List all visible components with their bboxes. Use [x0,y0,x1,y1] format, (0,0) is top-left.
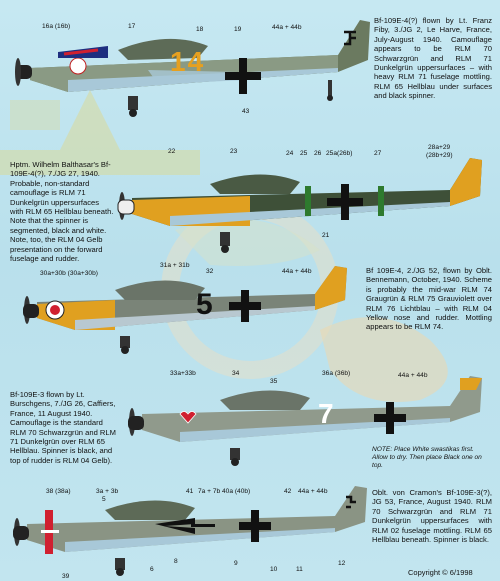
label-27: 27 [374,150,382,157]
label-23: 23 [230,148,238,155]
caption-4: Bf-109E-3 flown by Lt. Burschgens, 7./JG… [10,390,116,465]
label-44a-44b-5: 44a + 44b [298,488,328,495]
label-41: 41 [186,488,194,495]
plane3-number: 5 [196,288,213,321]
label-21: 21 [322,232,330,239]
label-38: 38 (38a) [46,488,71,495]
label-7a-7b: 7a + 7b [198,488,221,495]
label-44a-44b-1: 44a + 44b [272,24,302,31]
label-24: 24 [286,150,294,157]
caption-5: Oblt. von Cramon's Bf-109E-3(?), JG 53, … [372,488,492,545]
plane4-number: 7 [318,398,334,429]
label-25a: 25a(26b) [326,150,353,157]
label-44a-44b-3: 44a + 44b [282,268,312,275]
label-32: 32 [206,268,214,275]
label-30a-30b: 30a+30b (30a+30b) [40,270,98,277]
plane1-number: 14 [170,46,206,77]
label-18: 18 [196,26,204,33]
label-25: 25 [300,150,308,157]
aircraft-3-profile [23,266,347,354]
label-8: 8 [174,558,178,565]
label-17: 17 [128,23,136,30]
label-36a-36b: 36a (36b) [322,370,351,377]
label-40a: 40a (40b) [222,488,251,495]
label-33a-33b: 33a+33b [170,370,196,377]
swastika-note: NOTE: Place White swastikas first. Allow… [372,446,482,469]
copyright: Copyright © 6/1998 [408,568,473,577]
label-9: 9 [234,560,238,567]
label-10: 10 [270,566,278,573]
label-39: 39 [62,573,70,580]
caption-3: Bf 109E-4, 2./JG 52, flown by Oblt. Benn… [366,266,492,332]
aircraft-5-profile [13,486,367,576]
aircraft-4-profile [128,376,482,466]
aircraft-1-profile [15,20,370,117]
label-11: 11 [296,566,303,573]
label-28b-29: (28b+29) [426,152,453,159]
label-28a-29: 28a+29 [428,144,451,151]
label-43: 43 [242,108,250,115]
label-12: 12 [338,560,346,567]
label-5: 5 [102,496,106,503]
label-16a: 16a (16b) [42,23,71,30]
label-22: 22 [168,148,176,155]
aircraft-2-profile [117,158,482,253]
label-42: 42 [284,488,292,495]
label-19: 19 [234,26,242,33]
label-35: 35 [270,378,278,385]
label-44a-44b-4: 44a + 44b [398,372,428,379]
label-34: 34 [232,370,240,377]
label-31a-31b: 31a + 31b [160,262,190,269]
label-3a-3b: 3a + 3b [96,488,119,495]
label-26: 26 [314,150,322,157]
label-6: 6 [150,566,154,573]
caption-1: Bf-109E-4(?) flown by Lt. Franz Fiby, 3.… [374,16,492,101]
caption-2: Hptm. Wilhelm Balthasar's Bf-109E-4(?), … [10,160,114,264]
